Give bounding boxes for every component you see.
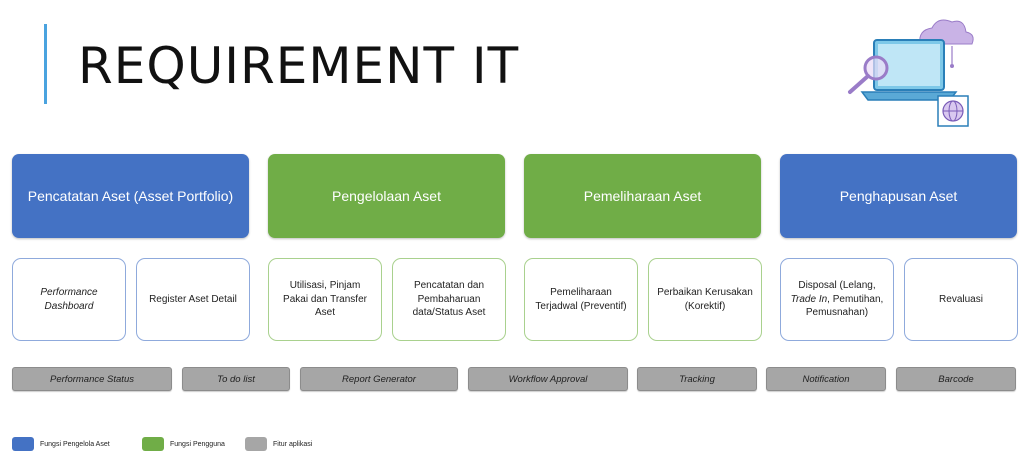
category-pengelolaan-aset: Pengelolaan Aset (268, 154, 505, 238)
sub-line: (Korektif) (685, 301, 726, 312)
feature-to-do-list: To do list (182, 367, 290, 391)
feature-tracking: Tracking (637, 367, 757, 391)
feature-notification: Notification (766, 367, 886, 391)
sub-line: Utilisasi, Pinjam (290, 280, 361, 291)
feature-workflow-approval: Workflow Approval (468, 367, 628, 391)
sub-line: Dashboard (45, 301, 94, 312)
sub-line: data/Status Aset (413, 307, 486, 318)
legend-swatch-blue (12, 437, 34, 451)
legend-item-fungsi-pengguna: Fungsi Pengguna (142, 437, 225, 451)
sub-line-italic: Trade In (791, 294, 828, 305)
feature-label: Workflow Approval (509, 374, 588, 385)
sub-line: Disposal (Lelang, (798, 280, 875, 291)
page-title: REQUIREMENT IT (78, 36, 519, 96)
feature-label: To do list (217, 374, 255, 385)
legend-item-fungsi-pengelola-aset: Fungsi Pengelola Aset (12, 437, 110, 451)
feature-performance-status: Performance Status (12, 367, 172, 391)
legend-swatch-gray (245, 437, 267, 451)
category-penghapusan-aset: Penghapusan Aset (780, 154, 1017, 238)
sub-line: Terjadwal (Preventif) (535, 301, 626, 312)
sub-line: Pemusnahan) (806, 307, 868, 318)
feature-label: Performance Status (50, 374, 134, 385)
category-pemeliharaan-aset: Pemeliharaan Aset (524, 154, 761, 238)
feature-label: Tracking (679, 374, 715, 385)
sub-line: Performance (40, 287, 97, 298)
sub-line: Aset (315, 307, 335, 318)
sub-line: Pemeliharaan (550, 287, 612, 298)
legend-swatch-green (142, 437, 164, 451)
sub-line: Pencatatan dan (414, 280, 484, 291)
feature-barcode: Barcode (896, 367, 1016, 391)
feature-label: Notification (803, 374, 850, 385)
sub-line: Perbaikan Kerusakan (657, 287, 753, 298)
sub-line: Pakai dan Transfer (283, 294, 367, 305)
legend-item-fitur-aplikasi: Fitur aplikasi (245, 437, 312, 451)
category-label: Penghapusan Aset (840, 188, 958, 204)
title-accent-bar (44, 24, 47, 104)
sub-line: , Pemutihan, (827, 294, 883, 305)
category-label: Pemeliharaan Aset (584, 188, 702, 204)
sub-line: Pembaharuan (418, 294, 481, 305)
feature-label: Barcode (938, 374, 973, 385)
category-pencatatan-aset: Pencatatan Aset (Asset Portfolio) (12, 154, 249, 238)
legend-label: Fungsi Pengguna (170, 441, 225, 448)
sub-revaluasi: Revaluasi (904, 258, 1018, 341)
category-label: Pengelolaan Aset (332, 188, 441, 204)
laptop-cloud-illustration-icon (840, 14, 980, 130)
feature-label: Report Generator (342, 374, 416, 385)
legend-label: Fitur aplikasi (273, 441, 312, 448)
sub-disposal: Disposal (Lelang, Trade In, Pemutihan, Pem… (780, 258, 894, 341)
feature-report-generator: Report Generator (300, 367, 458, 391)
sub-perbaikan-kerusakan: Perbaikan Kerusakan (Korektif) (648, 258, 762, 341)
legend-label: Fungsi Pengelola Aset (40, 441, 110, 448)
sub-register-aset-detail: Register Aset Detail (136, 258, 250, 341)
sub-line: Register Aset Detail (149, 294, 237, 305)
category-label: Pencatatan Aset (Asset Portfolio) (28, 188, 233, 204)
sub-line: Revaluasi (939, 294, 983, 305)
